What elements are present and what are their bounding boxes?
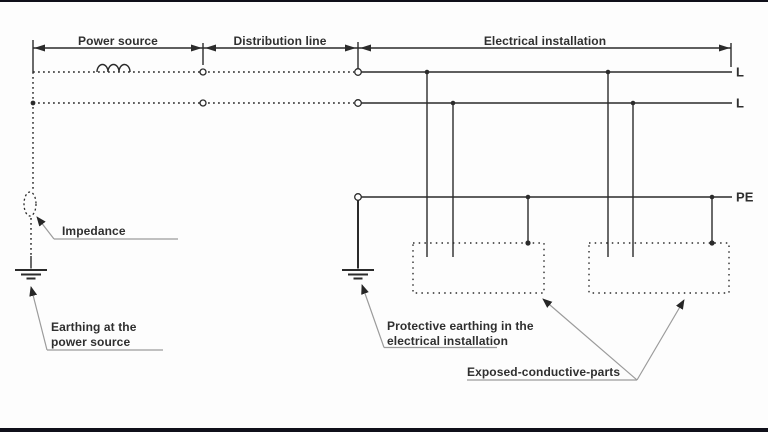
- protective-earthing-label-line2: electrical installation: [387, 334, 508, 348]
- arrow-right-icon: [719, 44, 730, 52]
- installation-earth-branch: [342, 200, 374, 280]
- section-label-power-source: Power source: [78, 34, 158, 48]
- exposed-parts-label: Exposed-conductive-parts: [467, 365, 620, 379]
- l2-terminal2-icon: [354, 99, 362, 107]
- annotation-source-earthing: Earthing at the power source: [29, 286, 163, 351]
- source-earthing-leader: [29, 286, 48, 351]
- exposed-parts-leader-2: [636, 299, 685, 381]
- exposed-parts-leader-1: [542, 298, 638, 381]
- conductor-l2: L: [30, 96, 744, 111]
- l2-label: L: [736, 96, 744, 111]
- bottom-border: [0, 428, 768, 432]
- l1-terminal2-icon: [354, 68, 362, 76]
- conductor-pe: PE: [354, 190, 754, 205]
- pe-bond-dot-box2: [709, 240, 715, 246]
- exposed-part-box-2: [588, 242, 730, 294]
- top-border: [0, 0, 768, 2]
- conductor-l1: L: [33, 63, 744, 80]
- inductor-icon: [96, 63, 131, 73]
- section-label-electrical-installation: Electrical installation: [484, 34, 606, 48]
- arrow-mid2-left-icon: [345, 44, 356, 52]
- impedance-icon: [23, 191, 37, 217]
- protective-earthing-leader: [361, 284, 385, 348]
- annotation-impedance: Impedance: [36, 216, 178, 240]
- pe-terminal-icon: [354, 193, 362, 201]
- impedance-leader: [36, 216, 55, 240]
- l1-label: L: [736, 65, 744, 80]
- load-drops: [426, 72, 715, 257]
- dimension-bar: Power source Distribution line Electrica…: [32, 34, 732, 72]
- exposed-part-box-1: [412, 242, 545, 294]
- arrow-mid2-right-icon: [360, 44, 371, 52]
- l1-terminal-icon: [199, 68, 207, 76]
- arrow-left-icon: [34, 44, 45, 52]
- earth-symbol-source-icon: [15, 269, 47, 280]
- arrow-mid1-right-icon: [205, 44, 216, 52]
- earth-symbol-installation-icon: [342, 269, 374, 280]
- annotation-exposed-parts: Exposed-conductive-parts: [467, 298, 685, 381]
- source-earthing-label-line2: power source: [51, 335, 130, 349]
- arrow-mid1-left-icon: [191, 44, 202, 52]
- source-earthing-label-line1: Earthing at the: [51, 320, 137, 334]
- pe-label: PE: [736, 190, 754, 205]
- source-earth-branch: [15, 72, 47, 280]
- l2-terminal-icon: [199, 99, 207, 107]
- section-label-distribution-line: Distribution line: [233, 34, 326, 48]
- annotation-protective-earthing: Protective earthing in the electrical in…: [361, 284, 534, 349]
- impedance-label: Impedance: [62, 224, 126, 238]
- protective-earthing-label-line1: Protective earthing in the: [387, 319, 534, 333]
